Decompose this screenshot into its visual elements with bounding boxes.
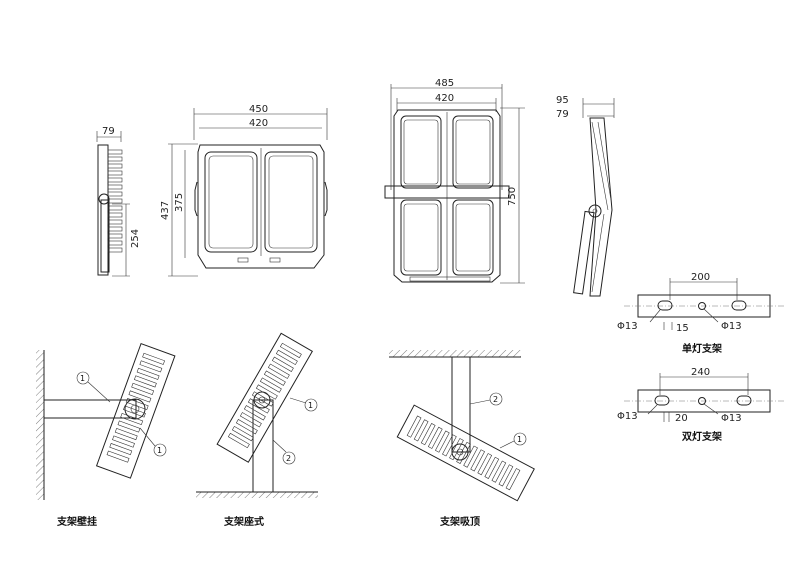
mount-wall: 1 1 支架壁挂 [36, 343, 176, 528]
double-slot-right [736, 395, 752, 406]
caption-ceiling: 支架吸顶 [439, 515, 480, 528]
small-side-view: 79 254 [96, 126, 141, 277]
small-lens-right [264, 151, 318, 253]
floor-post [252, 399, 274, 493]
large-front-view: 485 420 750 [384, 78, 525, 284]
double-center-hole [698, 397, 706, 405]
large-lens-br [452, 199, 494, 276]
dim-small-overall-width: 450 [249, 104, 268, 115]
large-lens-bl [400, 199, 442, 276]
large-lens-tl [400, 115, 442, 189]
large-lens-tr [452, 115, 494, 189]
wall-arm [43, 399, 137, 419]
small-front-view: 450 420 437 375 [160, 104, 328, 277]
dim-large-inner-width: 420 [435, 93, 454, 104]
wall-callout-2: 1 [157, 446, 162, 455]
pivot-knob [98, 193, 110, 205]
small-lens-left [204, 151, 258, 253]
dim-small-height: 437 [160, 201, 171, 220]
mount-floor: 1 2 支架座式 [196, 332, 318, 528]
single-slot-left [657, 300, 673, 311]
dim-small-side-width: 79 [102, 126, 115, 137]
dim-large-side-a: 95 [556, 95, 569, 106]
double-slot-left [654, 395, 670, 406]
double-slot-dia: Φ13 [617, 411, 638, 422]
double-hole-dia: Φ13 [721, 413, 742, 424]
caption-floor: 支架座式 [223, 515, 264, 528]
caption-single-bracket: 单灯支架 [682, 342, 722, 355]
single-center-hole [698, 302, 706, 310]
large-side-view: 95 79 [556, 95, 615, 297]
dim-single-spacing: 200 [691, 272, 710, 283]
ceiling-callout-2: 2 [493, 395, 498, 404]
double-slot-offset: 20 [675, 413, 688, 424]
caption-wall: 支架壁挂 [56, 515, 97, 528]
single-slot-dia: Φ13 [617, 321, 638, 332]
small-side-fins [107, 149, 123, 253]
dim-small-inner-height: 375 [174, 193, 185, 212]
dim-large-overall-width: 485 [435, 78, 454, 89]
bracket-double: 240 Φ13 20 Φ13 双灯支架 [617, 367, 784, 443]
ceiling-post [451, 356, 471, 453]
ceiling-callout-1: 1 [517, 435, 522, 444]
dim-large-height: 750 [507, 187, 518, 206]
dim-double-spacing: 240 [691, 367, 710, 378]
dim-large-side-b: 79 [556, 109, 569, 120]
caption-double-bracket: 双灯支架 [682, 430, 722, 443]
mount-ceiling: 2 1 支架吸顶 [389, 350, 535, 528]
single-hole-dia: Φ13 [721, 321, 742, 332]
single-slot-right [731, 300, 747, 311]
single-slot-offset: 15 [676, 323, 689, 334]
bracket-single: 200 Φ13 15 Φ13 单灯支架 [617, 272, 784, 355]
dim-small-inner-width: 420 [249, 118, 268, 129]
wall-callout-1: 1 [80, 374, 85, 383]
floor-callout-2: 2 [286, 454, 291, 463]
dim-mount-height: 254 [130, 229, 141, 248]
floor-callout-1: 1 [308, 401, 313, 410]
pivot-knob-large [588, 204, 602, 218]
